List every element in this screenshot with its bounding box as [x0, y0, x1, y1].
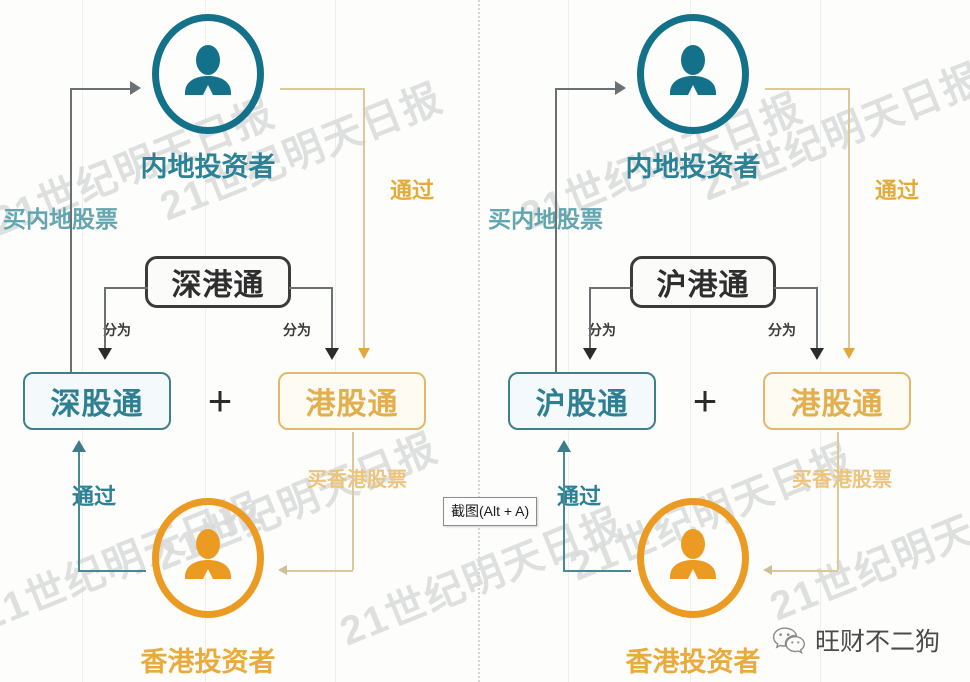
arrowhead-icon [325, 348, 339, 360]
background-band [335, 0, 336, 682]
background-band [568, 0, 569, 682]
wechat-account-name: 旺财不二狗 [815, 628, 941, 656]
wechat-icon [772, 627, 806, 654]
connector-line [765, 88, 850, 90]
arrowhead-icon [557, 440, 571, 452]
connect-program-pill: 深港通 [145, 256, 291, 308]
split-label-left: 分为 [103, 322, 131, 338]
avatar-ring [152, 498, 264, 618]
connector-line [280, 88, 365, 90]
connector-line [848, 88, 850, 350]
mainland-investor-label: 内地投资者 [140, 152, 276, 182]
split-label-right: 分为 [283, 322, 311, 338]
arrowhead-icon [72, 440, 86, 452]
background-band [820, 0, 821, 682]
hk-investor-label: 香港投资者 [625, 647, 761, 677]
split-label-right: 分为 [768, 322, 796, 338]
buy-hk-stocks-label: 买香港股票 [307, 469, 407, 491]
avatar-ring [152, 14, 264, 134]
connector-line [285, 570, 353, 572]
arrowhead-icon [583, 348, 597, 360]
connect-program-pill: 沪港通 [630, 256, 776, 308]
arrowhead-icon [843, 348, 855, 359]
split-label-left: 分为 [588, 322, 616, 338]
connector-line [555, 88, 617, 90]
connector-line [770, 570, 838, 572]
northbound-box: 沪股通 [508, 372, 656, 430]
avatar-ring [637, 498, 749, 618]
connector-line [563, 570, 631, 572]
via-label-top: 通过 [390, 178, 435, 203]
buy-mainland-stocks-label: 买内地股票 [3, 206, 118, 232]
connector-line [78, 570, 146, 572]
connector-line [352, 432, 354, 570]
background-band [690, 0, 691, 682]
arrowhead-icon [358, 348, 370, 359]
arrowhead-icon [763, 565, 772, 575]
connector-line [774, 287, 818, 289]
screenshot-tooltip[interactable]: 截图(Alt + A) [443, 497, 538, 526]
buy-hk-stocks-label: 买香港股票 [792, 469, 892, 491]
mainland-investor-avatar [637, 14, 749, 134]
wechat-account-badge: 旺财不二狗 [772, 622, 940, 658]
panel-shanghai-connect: 内地投资者 买内地股票 通过 沪港通 分为 分为 沪股通 + 港股通 香港投资者… [485, 0, 970, 682]
hk-investor-avatar [152, 498, 264, 618]
plus-symbol: + [207, 377, 233, 424]
mainland-investor-avatar [152, 14, 264, 134]
person-icon [185, 529, 231, 579]
connector-line [363, 88, 365, 350]
panel-divider [478, 0, 480, 682]
hk-investor-avatar [637, 498, 749, 618]
person-icon [185, 45, 231, 95]
background-band [205, 0, 206, 682]
panel-shenzhen-connect: 内地投资者 买内地股票 通过 深港通 分为 分为 深股通 + 港股通 香港投资者… [3, 14, 435, 677]
arrowhead-icon [810, 348, 824, 360]
northbound-box: 深股通 [23, 372, 171, 430]
connector-line [104, 287, 106, 350]
person-icon [670, 529, 716, 579]
arrowhead-icon [98, 348, 112, 360]
background-band [82, 0, 83, 682]
connector-line [555, 88, 557, 372]
hk-investor-label: 香港投资者 [140, 647, 276, 677]
mainland-investor-label: 内地投资者 [625, 152, 761, 182]
buy-mainland-stocks-label: 买内地股票 [488, 206, 603, 232]
southbound-box: 港股通 [763, 372, 911, 430]
arrowhead-icon [278, 565, 287, 575]
plus-symbol: + [692, 377, 718, 424]
connector-line [331, 287, 333, 350]
arrowhead-icon [615, 81, 626, 95]
arrowhead-icon [130, 81, 141, 95]
connector-line [816, 287, 818, 350]
person-icon [670, 45, 716, 95]
connector-line [837, 432, 839, 570]
connector-line [289, 287, 333, 289]
avatar-ring [637, 14, 749, 134]
connector-line [563, 452, 565, 570]
connector-line [104, 287, 148, 289]
southbound-box: 港股通 [278, 372, 426, 430]
connector-line [78, 452, 80, 570]
connector-line [589, 287, 633, 289]
connector-line [70, 88, 132, 90]
connector-line [70, 88, 72, 372]
connector-line [589, 287, 591, 350]
via-label-top: 通过 [875, 178, 920, 203]
